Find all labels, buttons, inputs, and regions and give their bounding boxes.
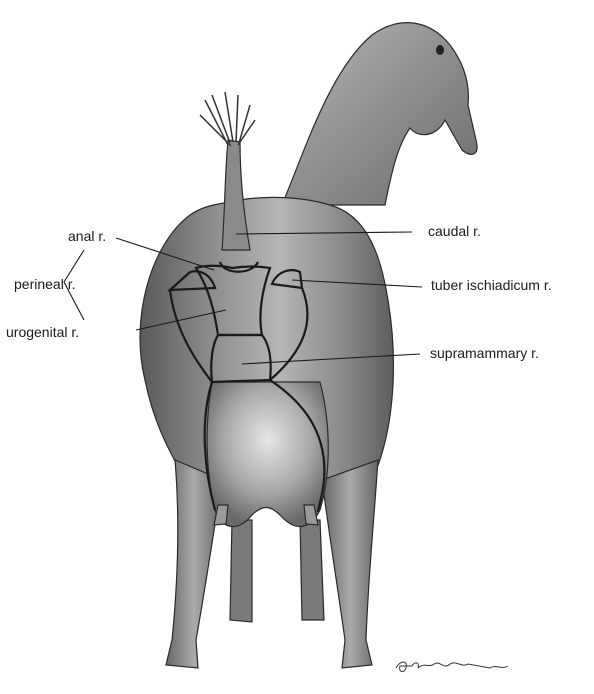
left-fore-leg bbox=[230, 520, 252, 622]
artist-signature-icon bbox=[396, 662, 508, 672]
label-perineal: perineal r. bbox=[14, 276, 75, 292]
goat-neck bbox=[282, 23, 477, 205]
label-caudal: caudal r. bbox=[428, 223, 481, 239]
goat-eye bbox=[436, 45, 444, 55]
label-anal: anal r. bbox=[68, 228, 106, 244]
right-hind-leg bbox=[322, 460, 378, 668]
right-fore-leg bbox=[300, 520, 324, 620]
label-urogenital: urogenital r. bbox=[6, 324, 79, 340]
goat-illustration bbox=[140, 23, 477, 668]
label-supramammary: supramammary r. bbox=[430, 345, 539, 361]
label-tuber: tuber ischiadicum r. bbox=[431, 277, 552, 293]
tail-hair bbox=[200, 92, 255, 146]
